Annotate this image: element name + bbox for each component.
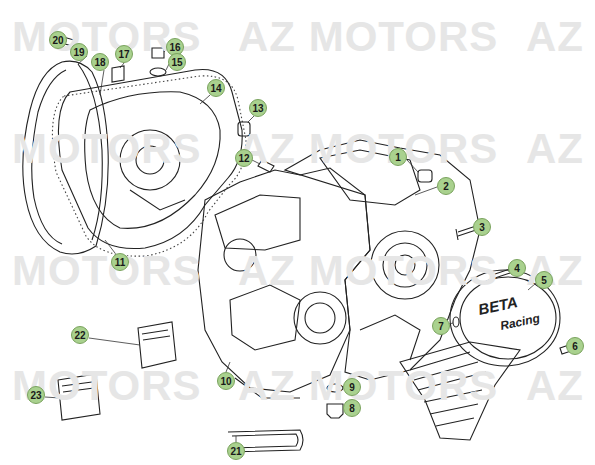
watermark: AZ	[526, 16, 584, 58]
callout-number: 13	[249, 99, 267, 117]
callout-number: 12	[235, 149, 253, 167]
callout-number: 19	[70, 43, 88, 61]
callout-number: 22	[71, 326, 89, 344]
watermark: AZ	[526, 128, 584, 170]
watermark: AZ	[526, 250, 584, 292]
callout-number: 2	[437, 177, 455, 195]
brand-logo: Racing	[499, 312, 541, 332]
callout-number: 18	[91, 53, 109, 71]
callout-number: 14	[207, 79, 225, 97]
watermark: AZ	[526, 365, 584, 407]
watermark: MOTORS	[12, 128, 202, 170]
callout-number: 20	[49, 31, 67, 49]
callout-number: 8	[343, 399, 361, 417]
watermark: AZ MOTORS	[238, 128, 498, 170]
callout-number: 5	[535, 271, 553, 289]
callout-number: 6	[566, 337, 584, 355]
callout-number: 9	[343, 378, 361, 396]
callout-number: 7	[432, 317, 450, 335]
callout-number: 23	[27, 386, 45, 404]
watermark: MOTORS	[12, 250, 202, 292]
watermark: AZ MOTORS	[238, 250, 498, 292]
callout-number: 3	[473, 218, 491, 236]
callout-number: 1	[389, 148, 407, 166]
watermark: AZ MOTORS	[238, 365, 498, 407]
callout-number: 15	[168, 53, 186, 71]
callout-number: 10	[217, 372, 235, 390]
callout-number: 4	[508, 259, 526, 277]
callout-number: 17	[115, 45, 133, 63]
callout-number: 11	[111, 253, 129, 271]
brand-logo: BETA	[477, 294, 519, 317]
callout-number: 21	[227, 442, 245, 460]
watermark: AZ MOTORS	[238, 16, 498, 58]
